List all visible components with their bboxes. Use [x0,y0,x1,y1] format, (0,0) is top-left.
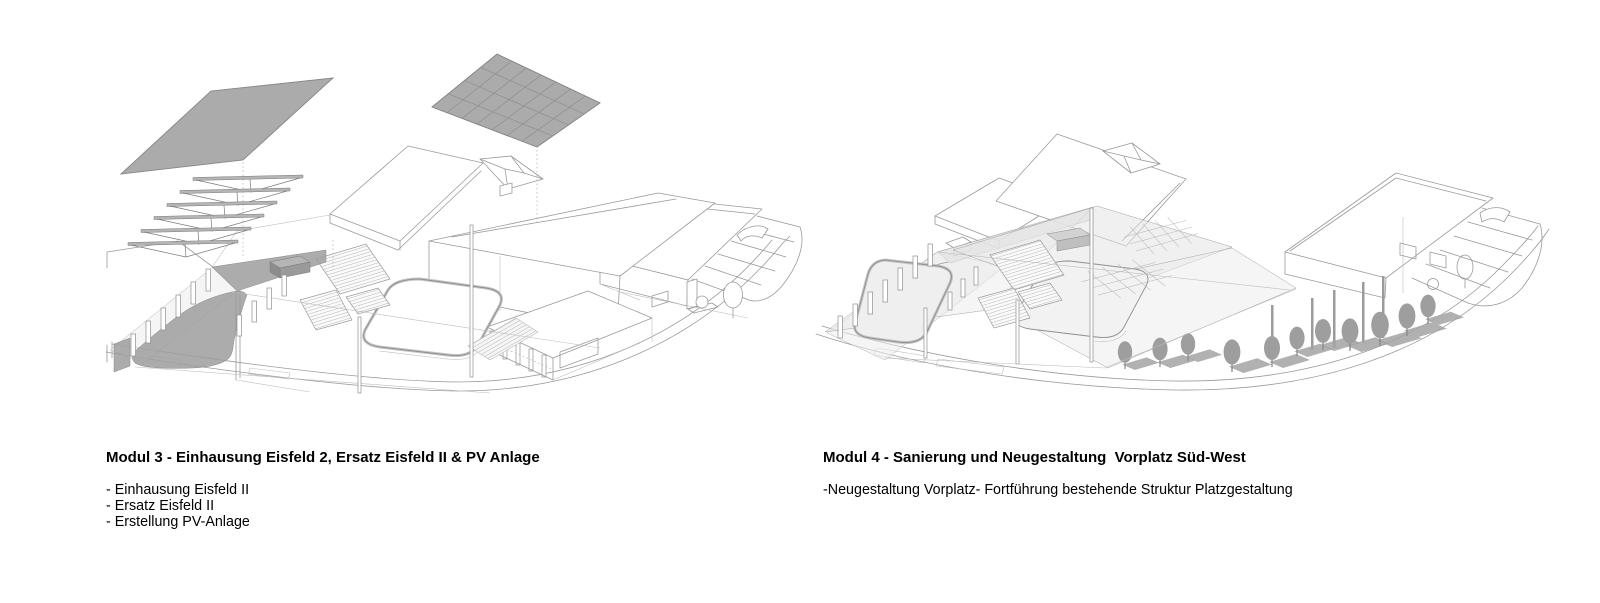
projection-lines [242,150,538,270]
ground-edge-line [134,291,601,394]
column-posts [130,268,287,357]
modul4-axonometric-drawing [815,133,1550,391]
shrub-outline-icon [695,295,709,309]
modul3-bullet-3: - Erstellung PV-Anlage [106,514,250,531]
hip-roof-house [479,155,544,197]
modul3-axonometric-drawing [105,53,803,394]
modul4-caption: Modul 4 - Sanierung und Neugestaltung Vo… [823,449,1293,498]
pv-panel-grid [431,53,601,148]
east-building [1284,172,1494,299]
exploded-roof-plane [119,77,335,175]
terraced-steps [1411,207,1543,307]
highlight-left-strip [113,337,131,373]
modul4-bullet-list: -Neugestaltung Vorplatz- Fortführung bes… [823,482,1293,498]
modul4-title: Modul 4 - Sanierung und Neugestaltung Vo… [823,449,1246,466]
modul4-bullet-1: -Neugestaltung Vorplatz- Fortführung bes… [823,482,1293,498]
gray-rooftop-box [1046,227,1091,252]
tree-outline-icon [723,281,743,309]
terraced-steps [691,215,803,302]
hatched-ramp [467,317,539,361]
shrub-outline-icon [1427,278,1439,290]
gray-rooftop-box [269,255,311,279]
light-poles [923,207,1385,365]
plaza-grid-pattern [1081,216,1199,299]
ground-edge-line [884,251,1297,369]
modul3-caption: Modul 3 - Einhausung Eisfeld 2, Ersatz E… [106,449,540,531]
ice-rink-outline [362,277,503,360]
light-poles [357,224,474,394]
modul3-title: Modul 3 - Einhausung Eisfeld 2, Ersatz E… [106,449,540,466]
modul3-bullet-2: - Ersatz Eisfeld II [106,498,215,515]
modul3-bullet-list: - Einhausung Eisfeld II - Ersatz Eisfeld… [106,482,540,531]
slab-roof-building [106,145,484,269]
column-posts [837,243,979,339]
roof-truss-slats [127,174,304,258]
tree-outline-icon [1456,254,1474,280]
modul3-bullet-1: - Einhausung Eisfeld II [106,482,250,498]
highlight-curved-ramp [132,290,248,369]
bleacher-steps [299,243,539,361]
hip-roof-house [1102,142,1161,174]
